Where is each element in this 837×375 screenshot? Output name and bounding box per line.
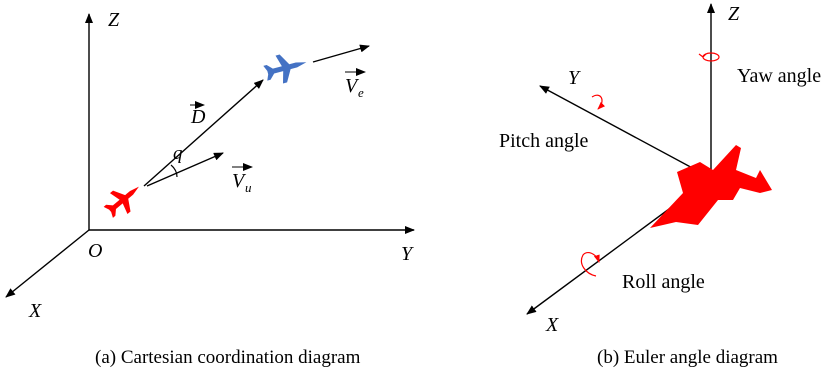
vector-d-line xyxy=(143,79,264,187)
b-y-axis xyxy=(539,85,712,179)
panel-b-caption: (b) Euler angle diagram xyxy=(597,347,778,368)
vector-ve-line xyxy=(312,44,370,63)
evader-aircraft-icon xyxy=(263,54,307,84)
angle-q-label: q xyxy=(173,143,183,164)
roll-angle-label: Roll angle xyxy=(622,271,705,293)
x-axis-label: X xyxy=(28,300,42,322)
vector-ve-subscript: e xyxy=(358,85,364,100)
vector-ve-label: V xyxy=(345,75,360,97)
vector-ve-label-group: V e xyxy=(345,68,366,100)
b-aircraft-icon xyxy=(650,145,772,228)
panel-b-euler-diagram: Z Y X Yaw angle Pitch angle Roll angle (… xyxy=(499,3,821,368)
yaw-angle-label: Yaw angle xyxy=(737,65,821,87)
origin-label: O xyxy=(88,240,102,262)
roll-rotation-arrow-icon xyxy=(580,252,600,277)
panel-a-cartesian-diagram: Z Y X O q D V u V e xyxy=(5,9,415,368)
pitch-angle-label: Pitch angle xyxy=(499,130,589,152)
pitch-rotation-arrow-icon xyxy=(591,94,606,110)
vector-vu-line xyxy=(146,152,224,187)
panel-a-caption: (a) Cartesian coordination diagram xyxy=(95,347,361,368)
b-z-axis-label: Z xyxy=(728,3,740,25)
vector-vu-subscript: u xyxy=(245,180,252,195)
x-axis xyxy=(5,229,90,298)
pursuer-aircraft-icon xyxy=(103,186,139,218)
yaw-rotation-arrow-icon xyxy=(698,52,720,62)
vector-vu-label: V xyxy=(232,170,247,192)
b-x-axis-label: X xyxy=(545,314,559,336)
angle-q-arc xyxy=(170,164,178,178)
z-axis-label: Z xyxy=(108,9,120,31)
vector-vu-label-group: V u xyxy=(232,163,253,195)
vector-d-label: D xyxy=(190,106,206,128)
vector-d-label-group: D xyxy=(190,101,206,128)
y-axis-label: Y xyxy=(401,243,414,265)
b-y-axis-label: Y xyxy=(568,67,581,89)
